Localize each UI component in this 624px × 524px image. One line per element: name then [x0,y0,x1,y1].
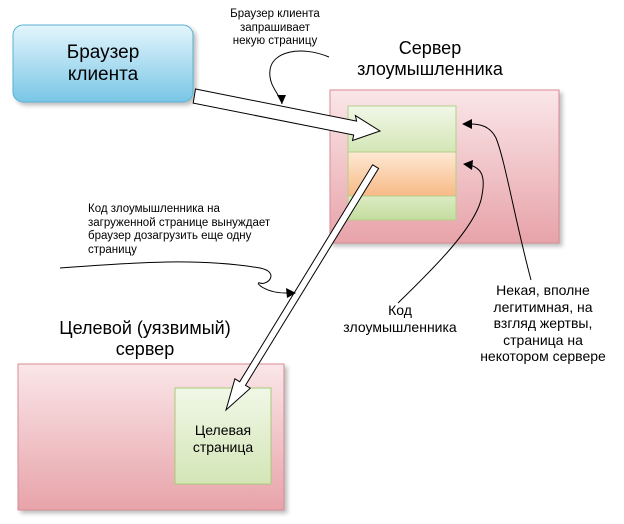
attacker-server-title: Сервер злоумышленника [330,38,530,80]
attacker-code-annotation-line: Код [388,302,412,318]
legit-page-annotation-line: легитимная, на [493,298,593,315]
legit-page-arrowhead [462,119,472,129]
request-annotation-line: Браузер клиента [230,8,320,20]
browser-client-box [12,24,194,103]
redirect-arrow [225,164,380,412]
target-page-label-line2: страница [192,438,254,455]
attacker-code-annotation-line: злоумышленника [343,318,457,335]
request-callout-connector [269,50,330,105]
legit-page-annotation: Некая, вполне легитимная, на взгляд жерт… [468,282,618,365]
target-page-label: Целевая страница [175,422,271,455]
browser-label-line2: клиента [67,64,139,86]
code-effect-annotation-line: Код злоумышленника на [88,203,220,215]
page-block-bottom [347,195,457,221]
legit-page-connector [469,123,532,281]
target-server-title: Целевой (уязвимый) сервер [25,318,265,360]
code-effect-annotation-line: браузер дозагрузить еще одну [88,230,252,243]
code-effect-arrowhead [286,288,296,298]
request-annotation-line: запрашивает [240,21,310,34]
legit-page-annotation-line: Некая, вполне [496,282,590,298]
legit-page-annotation-line: некотором сервере [480,348,606,365]
code-effect-annotation-line: загруженной странице вынуждает [88,216,271,229]
attacker-server-title-line2: злоумышленника [357,59,503,80]
target-page-label-line1: Целевая [194,422,252,438]
code-effect-annotation: Код злоумышленника на загруженной страни… [88,203,318,257]
attacker-code-annotation: Код злоумышленника [330,302,470,335]
target-server-title-line2: сервер [115,339,175,360]
request-arrow [192,88,382,142]
attacker-code-arrowhead [463,160,473,170]
target-server-title-line1: Целевой (уязвимый) [59,318,231,338]
request-callout-arrowhead [277,95,286,104]
attacker-code-connector [397,164,484,304]
legit-page-annotation-line: взгляд жертвы, [493,315,593,332]
request-annotation: Браузер клиента запрашивает некую страни… [210,8,340,49]
request-annotation-line: некую страницу [232,35,318,48]
code-effect-annotation-line: страницу [88,243,137,256]
attacker-server-title-line1: Сервер [398,38,462,58]
browser-client-label: Браузер клиента [13,42,193,87]
target-page-box [174,387,272,485]
browser-label-line1: Браузер [66,42,140,63]
code-effect-connector [59,261,291,294]
legit-page-annotation-line: страница на [503,331,583,348]
